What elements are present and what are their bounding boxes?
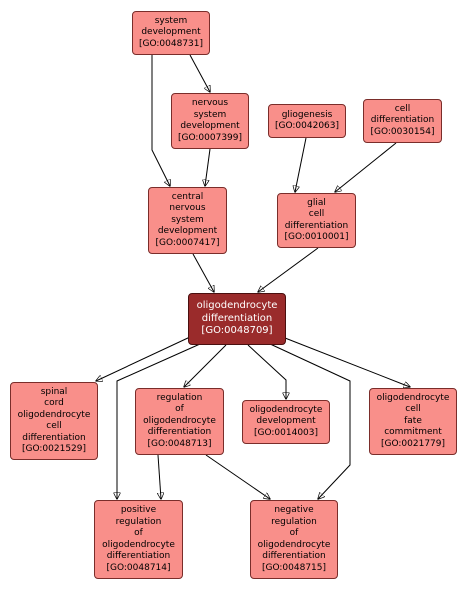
node-cell-differentiation[interactable]: cell differentiation [GO:0030154] <box>363 99 442 143</box>
node-label-line: system <box>171 214 204 225</box>
node-label-line: oligodendrocyte <box>376 392 450 403</box>
node-oligodendrocyte-cell-fate-commitment[interactable]: oligodendrocyte cell fate commitment [GO… <box>369 388 457 455</box>
node-label-line: cell <box>308 209 325 219</box>
node-go-id: [GO:0048713] <box>147 438 212 449</box>
node-label-line: commitment <box>384 427 442 438</box>
edge-nervous-to-cns <box>205 148 211 186</box>
node-label-line: oligodendrocyte <box>196 300 278 312</box>
node-label-line: nervous <box>191 98 229 108</box>
node-go-id: [GO:0007417] <box>155 237 220 248</box>
node-label-line: development <box>141 27 201 38</box>
node-label-line: system <box>154 15 188 26</box>
edge-oligo-to-fate <box>284 337 410 387</box>
node-gliogenesis[interactable]: gliogenesis [GO:0042063] <box>268 104 346 138</box>
edge-regulation-to-positive <box>158 454 161 499</box>
node-label-line: regulation <box>115 516 162 527</box>
node-go-id: [GO:0007399] <box>177 132 243 143</box>
node-positive-regulation-of-oligodendrocyte-differentiation[interactable]: positive regulation of oligodendrocyte d… <box>94 500 183 579</box>
node-go-id: [GO:0042063] <box>274 121 340 131</box>
node-label-line: fate <box>404 415 422 426</box>
edge-oligo-to-spinal <box>96 336 191 381</box>
edge-celldiff-to-glial <box>335 142 397 192</box>
node-label-line: oligodendrocyte <box>257 539 331 550</box>
edge-glial-to-oligo <box>258 247 319 292</box>
node-oligodendrocyte-development[interactable]: oligodendrocyte development [GO:0014003] <box>242 400 330 444</box>
edge-cns-to-oligo <box>192 253 214 292</box>
node-label-line: central <box>171 191 204 202</box>
node-go-id: [GO:0048709] <box>201 325 273 337</box>
node-label-line: oligodendrocyte <box>249 404 323 415</box>
node-label-line: positive <box>120 505 157 515</box>
edge-oligo-to-negative <box>267 342 351 499</box>
node-label-line: differentiation <box>147 427 212 438</box>
node-glial-cell-differentiation[interactable]: glial cell differentiation [GO:0010001] <box>277 193 356 248</box>
node-label-line: of <box>289 528 299 538</box>
node-label-line: oligodendrocyte <box>102 539 175 550</box>
node-go-id: [GO:0010001] <box>284 232 349 242</box>
node-label-line: development <box>180 121 240 131</box>
node-label-line: cord <box>44 398 64 408</box>
node-label-line: differentiation <box>201 312 273 324</box>
node-label-line: regulation <box>156 392 203 403</box>
node-go-id: [GO:0014003] <box>253 427 319 438</box>
node-label-line: of <box>175 404 184 415</box>
node-label-line: differentiation <box>284 220 349 231</box>
edge-gliogenesis-to-glial <box>295 137 307 192</box>
node-regulation-of-oligodendrocyte-differentiation[interactable]: regulation of oligodendrocyte differenti… <box>135 388 224 455</box>
edge-system-to-nervous <box>189 54 210 92</box>
node-label-line: cell <box>405 404 421 415</box>
node-label-line: glial <box>307 197 326 208</box>
node-label-line: development <box>256 416 316 427</box>
node-system-development[interactable]: system development [GO:0048731] <box>132 11 210 55</box>
node-label-line: development <box>157 226 218 237</box>
edge-oligo-to-positive <box>117 343 201 499</box>
node-go-id: [GO:0021779] <box>380 438 446 449</box>
node-cns-development[interactable]: central nervous system development [GO:0… <box>148 187 227 254</box>
node-nervous-system-development[interactable]: nervous system development [GO:0007399] <box>171 93 249 149</box>
node-label-line: spinal <box>40 386 68 397</box>
node-oligodendrocyte-differentiation[interactable]: oligodendrocyte differentiation [GO:0048… <box>188 293 286 345</box>
node-label-line: differentiation <box>262 551 326 561</box>
node-label-line: oligodendrocyte <box>17 409 91 420</box>
node-go-id: [GO:0030154] <box>370 126 435 137</box>
node-label-line: system <box>193 109 227 120</box>
node-go-id: [GO:0021529] <box>21 444 87 454</box>
node-label-line: regulation <box>271 516 317 527</box>
node-negative-regulation-of-oligodendrocyte-differentiation[interactable]: negative regulation of oligodendrocyte d… <box>250 500 338 579</box>
node-label-line: cell <box>46 421 62 431</box>
node-label-line: oligodendrocyte <box>143 415 216 426</box>
edge-oligo-to-regulation <box>184 344 227 387</box>
node-label-line: differentiation <box>106 551 171 561</box>
node-label-line: nervous <box>169 203 206 214</box>
node-label-line: cell <box>394 103 411 114</box>
node-label-line: negative <box>274 505 314 515</box>
edge-regulation-to-negative <box>205 454 270 499</box>
node-label-line: of <box>134 528 143 538</box>
node-go-id: [GO:0048714] <box>106 562 171 573</box>
edge-system-to-cns <box>151 55 170 186</box>
node-label-line: gliogenesis <box>281 109 333 120</box>
node-spinal-cord-oligodendrocyte-cell-differentiation[interactable]: spinal cord oligodendrocyte cell differe… <box>10 382 98 460</box>
node-go-id: [GO:0048731] <box>138 38 204 49</box>
node-label-line: differentiation <box>370 115 435 126</box>
node-label-line: differentiation <box>22 432 86 443</box>
node-go-id: [GO:0048715] <box>261 562 327 573</box>
edge-oligo-to-development <box>247 344 286 399</box>
